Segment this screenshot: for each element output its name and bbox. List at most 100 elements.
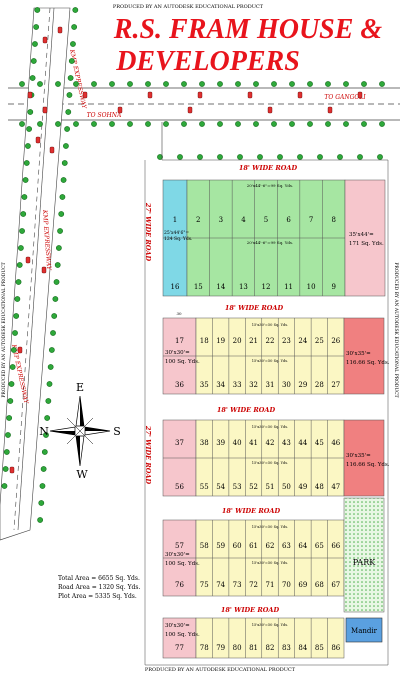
plot-14[interactable]: 14: [216, 283, 225, 291]
plot-72[interactable]: 72: [249, 581, 258, 589]
tree-icon: [253, 121, 259, 127]
tree-icon: [145, 121, 151, 127]
plot-65[interactable]: 65: [315, 542, 324, 550]
plot-22[interactable]: 22: [266, 337, 275, 345]
plot-19[interactable]: 19: [216, 337, 225, 345]
plot-38[interactable]: 38: [200, 439, 209, 447]
plot-83[interactable]: 83: [282, 644, 291, 652]
plot-5[interactable]: 5: [264, 216, 268, 224]
plot-86[interactable]: 86: [331, 644, 340, 652]
plot-52[interactable]: 52: [249, 483, 258, 491]
plot-78[interactable]: 78: [200, 644, 209, 652]
plot-68[interactable]: 68: [315, 581, 324, 589]
plot-31[interactable]: 31: [266, 381, 275, 389]
plot-37[interactable]: 37: [175, 439, 184, 447]
plot-66[interactable]: 66: [331, 542, 340, 550]
plot-60[interactable]: 60: [233, 542, 242, 550]
plot-44[interactable]: 44: [298, 439, 307, 447]
plot-18[interactable]: 18: [200, 337, 209, 345]
plot-46-47-right[interactable]: [343, 419, 385, 497]
plot-42[interactable]: 42: [266, 439, 275, 447]
plot-54[interactable]: 54: [216, 483, 225, 491]
plot-74[interactable]: 74: [216, 581, 225, 589]
plot-57[interactable]: 57: [175, 542, 184, 550]
plot-25[interactable]: 25: [315, 337, 324, 345]
plot-24[interactable]: 24: [298, 337, 307, 345]
plot-21[interactable]: 21: [249, 337, 258, 345]
plot-1[interactable]: 1: [173, 216, 177, 224]
plot-34[interactable]: 34: [216, 381, 225, 389]
plot-50[interactable]: 50: [282, 483, 291, 491]
plot-55[interactable]: 55: [200, 483, 209, 491]
park-area[interactable]: [343, 497, 385, 613]
plot-23[interactable]: 23: [282, 337, 291, 345]
plot-11[interactable]: 11: [284, 283, 293, 291]
plot-36[interactable]: 36: [175, 381, 184, 389]
plot-53[interactable]: 53: [233, 483, 242, 491]
plot-77[interactable]: 77: [175, 644, 184, 652]
tree-icon: [55, 81, 61, 87]
plot-45[interactable]: 45: [315, 439, 324, 447]
plot-81[interactable]: 81: [249, 644, 258, 652]
plot-77-left[interactable]: [162, 617, 197, 659]
plot-79[interactable]: 79: [216, 644, 225, 652]
plot-51[interactable]: 51: [266, 483, 275, 491]
plot-40[interactable]: 40: [233, 439, 242, 447]
plot-48[interactable]: 48: [315, 483, 324, 491]
plot-62[interactable]: 62: [266, 542, 275, 550]
plot-7[interactable]: 7: [309, 216, 313, 224]
b1-corner-dim: 25'x44'6"=: [164, 230, 189, 236]
plot-8-9-right[interactable]: [344, 179, 386, 297]
plot-73[interactable]: 73: [233, 581, 242, 589]
plot-39[interactable]: 39: [216, 439, 225, 447]
plot-49[interactable]: 49: [298, 483, 307, 491]
plot-17[interactable]: 17: [175, 337, 184, 345]
plot-26[interactable]: 26: [331, 337, 340, 345]
plot-28[interactable]: 28: [315, 381, 324, 389]
mandir-area[interactable]: [345, 617, 383, 643]
plot-85[interactable]: 85: [315, 644, 324, 652]
plot-3[interactable]: 3: [219, 216, 223, 224]
plot-69[interactable]: 69: [298, 581, 307, 589]
plot-13[interactable]: 13: [239, 283, 248, 291]
plot-61[interactable]: 61: [249, 542, 258, 550]
b3-mini-dim-1: 15'x30'=50 Sq. Yds.: [252, 425, 289, 429]
plot-30[interactable]: 30: [282, 381, 291, 389]
plot-15[interactable]: 15: [194, 283, 203, 291]
road-label-2: 18' WIDE ROAD: [225, 304, 284, 312]
plot-58[interactable]: 58: [200, 542, 209, 550]
plot-43[interactable]: 43: [282, 439, 291, 447]
plot-10[interactable]: 10: [307, 283, 316, 291]
plot-12[interactable]: 12: [262, 283, 271, 291]
plot-75[interactable]: 75: [200, 581, 209, 589]
plot-32[interactable]: 32: [249, 381, 258, 389]
plot-67[interactable]: 67: [331, 581, 340, 589]
plot-35[interactable]: 35: [200, 381, 209, 389]
plot-2[interactable]: 2: [196, 216, 200, 224]
plot-20[interactable]: 20: [233, 337, 242, 345]
plot-71[interactable]: 71: [266, 581, 275, 589]
plot-41[interactable]: 41: [249, 439, 258, 447]
plot-26-27-right[interactable]: [343, 317, 385, 395]
plot-16[interactable]: 16: [171, 283, 180, 291]
plot-9[interactable]: 9: [331, 283, 335, 291]
plot-76[interactable]: 76: [175, 581, 184, 589]
plot-56[interactable]: 56: [175, 483, 184, 491]
plot-47[interactable]: 47: [331, 483, 340, 491]
plot-63[interactable]: 63: [282, 542, 291, 550]
plot-84[interactable]: 84: [298, 644, 307, 652]
plot-46[interactable]: 46: [331, 439, 340, 447]
b4-left-area: 100 Sq. Yds.: [165, 561, 200, 567]
plot-6[interactable]: 6: [286, 216, 291, 224]
plot-64[interactable]: 64: [298, 542, 307, 550]
plot-4[interactable]: 4: [241, 216, 246, 224]
plot-33[interactable]: 33: [233, 381, 242, 389]
plot-59[interactable]: 59: [216, 542, 225, 550]
plot-80[interactable]: 80: [233, 644, 242, 652]
plot-8[interactable]: 8: [331, 216, 335, 224]
plot-82[interactable]: 82: [266, 644, 275, 652]
plot-70[interactable]: 70: [282, 581, 291, 589]
tree-icon: [5, 432, 11, 438]
plot-27[interactable]: 27: [331, 381, 340, 389]
plot-29[interactable]: 29: [298, 381, 307, 389]
